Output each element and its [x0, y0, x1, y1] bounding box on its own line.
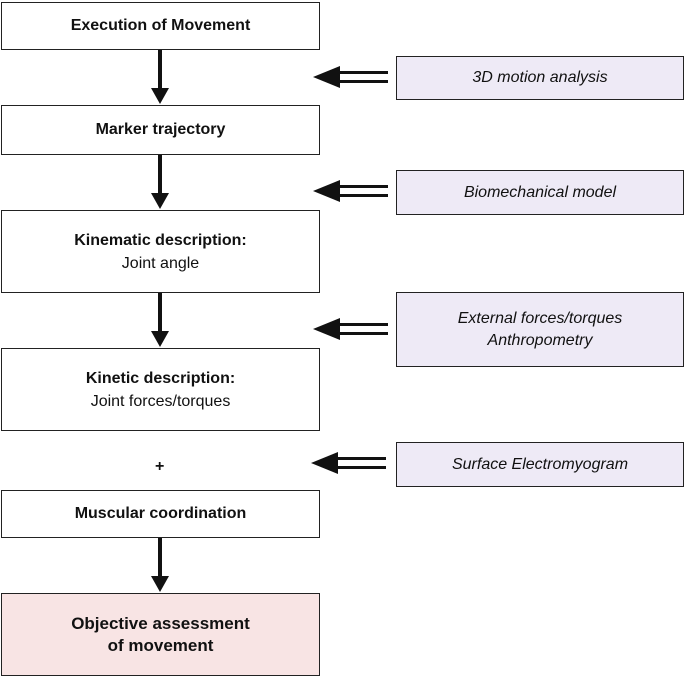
down-arrow-3 — [151, 293, 169, 347]
step-muscular-coordination: Muscular coordination — [1, 490, 320, 538]
down-arrow-1 — [151, 50, 169, 104]
input-3d-motion-analysis: 3D motion analysis — [396, 56, 684, 100]
down-arrow-2 — [151, 155, 169, 209]
down-arrow-4 — [151, 538, 169, 592]
input-arrow-4 — [311, 452, 386, 474]
input-label: External forces/torques — [457, 309, 623, 327]
input-arrow-1 — [313, 66, 388, 88]
step-marker-trajectory: Marker trajectory — [1, 105, 320, 155]
step-title: Marker trajectory — [95, 121, 226, 138]
input-surface-electromyogram: Surface Electromyogram — [396, 442, 684, 487]
step-title: Muscular coordination — [74, 505, 247, 522]
input-label: Surface Electromyogram — [451, 455, 629, 473]
input-label: Biomechanical model — [463, 183, 617, 201]
input-label: 3D motion analysis — [472, 69, 608, 86]
step-title: Objective assessment — [71, 613, 250, 633]
step-execution-of-movement: Execution of Movement — [1, 2, 320, 50]
input-label: Anthropometry — [487, 331, 593, 349]
input-arrow-3 — [313, 318, 388, 340]
step-subtitle: Joint angle — [121, 254, 200, 272]
step-kinematic-description: Kinematic description: Joint angle — [1, 210, 320, 293]
input-external-forces-anthropometry: External forces/torques Anthropometry — [396, 292, 684, 367]
input-arrow-2 — [313, 180, 388, 202]
step-title: Kinetic description: — [85, 369, 236, 387]
plus-sign: + — [155, 458, 165, 475]
step-title: Execution of Movement — [70, 17, 251, 34]
step-subtitle: of movement — [107, 635, 214, 655]
input-biomechanical-model: Biomechanical model — [396, 170, 684, 215]
step-kinetic-description: Kinetic description: Joint forces/torque… — [1, 348, 320, 431]
step-objective-assessment: Objective assessment of movement — [1, 593, 320, 676]
step-title: Kinematic description: — [74, 231, 247, 249]
step-subtitle: Joint forces/torques — [90, 392, 231, 410]
